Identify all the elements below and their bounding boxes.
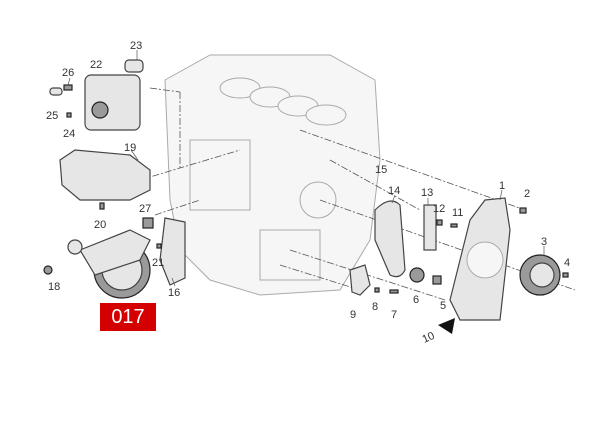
callout-24: 24 [63, 128, 75, 140]
callout-19: 19 [124, 142, 136, 154]
callout-26: 26 [62, 67, 74, 79]
callout-7: 7 [391, 309, 397, 321]
part-housing-cover [59, 149, 151, 210]
part-timing-components [349, 197, 569, 334]
callout-10: 10 [420, 330, 436, 346]
part-thermostat-housing [49, 59, 144, 131]
callout-25: 25 [46, 110, 58, 122]
callout-11: 11 [452, 207, 463, 219]
callout-8: 8 [372, 301, 378, 313]
callout-23: 23 [130, 40, 142, 52]
part-water-pump [43, 217, 186, 299]
callout-21: 21 [152, 257, 164, 269]
callout-14: 14 [388, 185, 400, 197]
engine-block [164, 54, 381, 296]
alignment-lines [139, 87, 576, 301]
callout-12: 12 [433, 203, 445, 215]
callout-4: 4 [564, 257, 570, 269]
callout-labels: 1 2 3 4 5 6 7 8 9 10 11 12 13 14 15 16 1… [46, 40, 570, 346]
callout-3: 3 [541, 236, 547, 248]
callout-5: 5 [440, 300, 446, 312]
callout-2: 2 [524, 188, 530, 200]
callout-6: 6 [413, 294, 419, 306]
callout-27: 27 [139, 203, 151, 215]
callout-20: 20 [94, 219, 106, 231]
callout-15: 15 [375, 164, 387, 176]
callout-1: 1 [499, 180, 505, 192]
callout-22: 22 [90, 59, 102, 71]
callout-18: 18 [48, 281, 60, 293]
callout-16: 16 [168, 287, 180, 299]
callout-leaders [67, 50, 545, 287]
diagram-reference-badge: 017 [100, 303, 156, 331]
callout-9: 9 [350, 309, 356, 321]
callout-13: 13 [421, 187, 433, 199]
